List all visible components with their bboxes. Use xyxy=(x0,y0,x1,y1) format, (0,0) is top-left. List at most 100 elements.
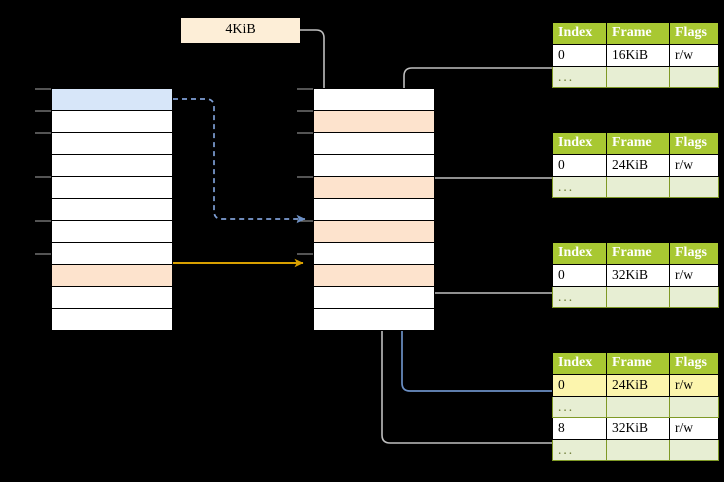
table3-entry0-connector xyxy=(418,265,552,294)
memory-cell-0 xyxy=(51,88,173,111)
cell-flags xyxy=(669,285,719,308)
memory-cell-3 xyxy=(51,154,173,177)
page-table-ellipsis-row: ... xyxy=(552,438,719,461)
memory-row xyxy=(51,110,173,133)
memory-row xyxy=(313,154,435,177)
cell-index: ... xyxy=(552,395,607,418)
memory-row xyxy=(313,264,435,287)
cell-flags: r/w xyxy=(669,374,719,397)
memory-row xyxy=(51,308,173,331)
column-header-flags: Flags xyxy=(669,242,719,265)
offset-label: 4KiB xyxy=(181,18,300,43)
memory-row xyxy=(313,176,435,199)
memory-row xyxy=(51,242,173,265)
column-header-frame: Frame xyxy=(606,242,670,265)
cell-index: 0 xyxy=(552,154,607,177)
cell-index: ... xyxy=(552,285,607,308)
memory-cell-1 xyxy=(313,110,435,133)
virtual-address-space xyxy=(51,88,173,331)
memory-row xyxy=(313,198,435,221)
memory-row xyxy=(51,154,173,177)
memory-cell-7 xyxy=(313,242,435,265)
memory-cell-10 xyxy=(51,308,173,331)
column-header-flags: Flags xyxy=(669,132,719,155)
virtual-memory-tick-marks xyxy=(35,88,51,255)
column-header-index: Index xyxy=(552,22,607,45)
page-table-ellipsis-row: ... xyxy=(552,285,719,308)
column-header-flags: Flags xyxy=(669,352,719,375)
cell-frame: 32KiB xyxy=(606,417,670,440)
cell-frame xyxy=(606,175,670,198)
column-header-index: Index xyxy=(552,242,607,265)
memory-row xyxy=(51,132,173,155)
cell-flags xyxy=(669,395,719,418)
cell-index: 8 xyxy=(552,417,607,440)
physical-memory-tick-marks xyxy=(297,88,313,255)
memory-row xyxy=(51,220,173,243)
virtual-page-0-to-frame-connector xyxy=(173,98,306,224)
cell-index: 0 xyxy=(552,264,607,287)
memory-cell-8 xyxy=(51,264,173,287)
memory-row xyxy=(51,176,173,199)
cell-index: ... xyxy=(552,175,607,198)
memory-row xyxy=(313,308,435,331)
memory-cell-2 xyxy=(51,132,173,155)
column-header-flags: Flags xyxy=(669,22,719,45)
memory-row xyxy=(313,286,435,309)
cell-frame xyxy=(606,65,670,88)
column-header-frame: Frame xyxy=(606,352,670,375)
memory-cell-4 xyxy=(51,176,173,199)
cell-frame: 24KiB xyxy=(606,374,670,397)
memory-cell-3 xyxy=(313,154,435,177)
cell-flags: r/w xyxy=(669,154,719,177)
page-table-ellipsis-row: ... xyxy=(552,175,719,198)
memory-row xyxy=(51,264,173,287)
cell-index: ... xyxy=(552,438,607,461)
cell-index: 0 xyxy=(552,44,607,67)
column-header-index: Index xyxy=(552,352,607,375)
column-header-index: Index xyxy=(552,132,607,155)
memory-row xyxy=(51,88,173,111)
cell-flags xyxy=(669,65,719,88)
memory-cell-6 xyxy=(313,220,435,243)
cell-flags xyxy=(669,175,719,198)
memory-row xyxy=(313,88,435,111)
memory-cell-2 xyxy=(313,132,435,155)
page-table-ellipsis-row: ... xyxy=(552,65,719,88)
memory-row xyxy=(313,110,435,133)
cell-flags: r/w xyxy=(669,417,719,440)
cell-frame: 32KiB xyxy=(606,264,670,287)
memory-cell-8 xyxy=(313,264,435,287)
column-header-frame: Frame xyxy=(606,132,670,155)
table2-entry0-connector xyxy=(418,177,552,213)
memory-cell-5 xyxy=(51,198,173,221)
column-header-frame: Frame xyxy=(606,22,670,45)
memory-cell-10 xyxy=(313,308,435,331)
memory-cell-9 xyxy=(313,286,435,309)
memory-row xyxy=(313,220,435,243)
cell-flags xyxy=(669,438,719,461)
page-table-ellipsis-row: ... xyxy=(552,395,719,418)
memory-cell-9 xyxy=(51,286,173,309)
cell-index: ... xyxy=(552,65,607,88)
memory-row xyxy=(51,198,173,221)
memory-cell-0 xyxy=(313,88,435,111)
memory-row xyxy=(313,242,435,265)
memory-cell-4 xyxy=(313,176,435,199)
cell-flags: r/w xyxy=(669,264,719,287)
cell-index: 0 xyxy=(552,374,607,397)
memory-cell-6 xyxy=(51,220,173,243)
